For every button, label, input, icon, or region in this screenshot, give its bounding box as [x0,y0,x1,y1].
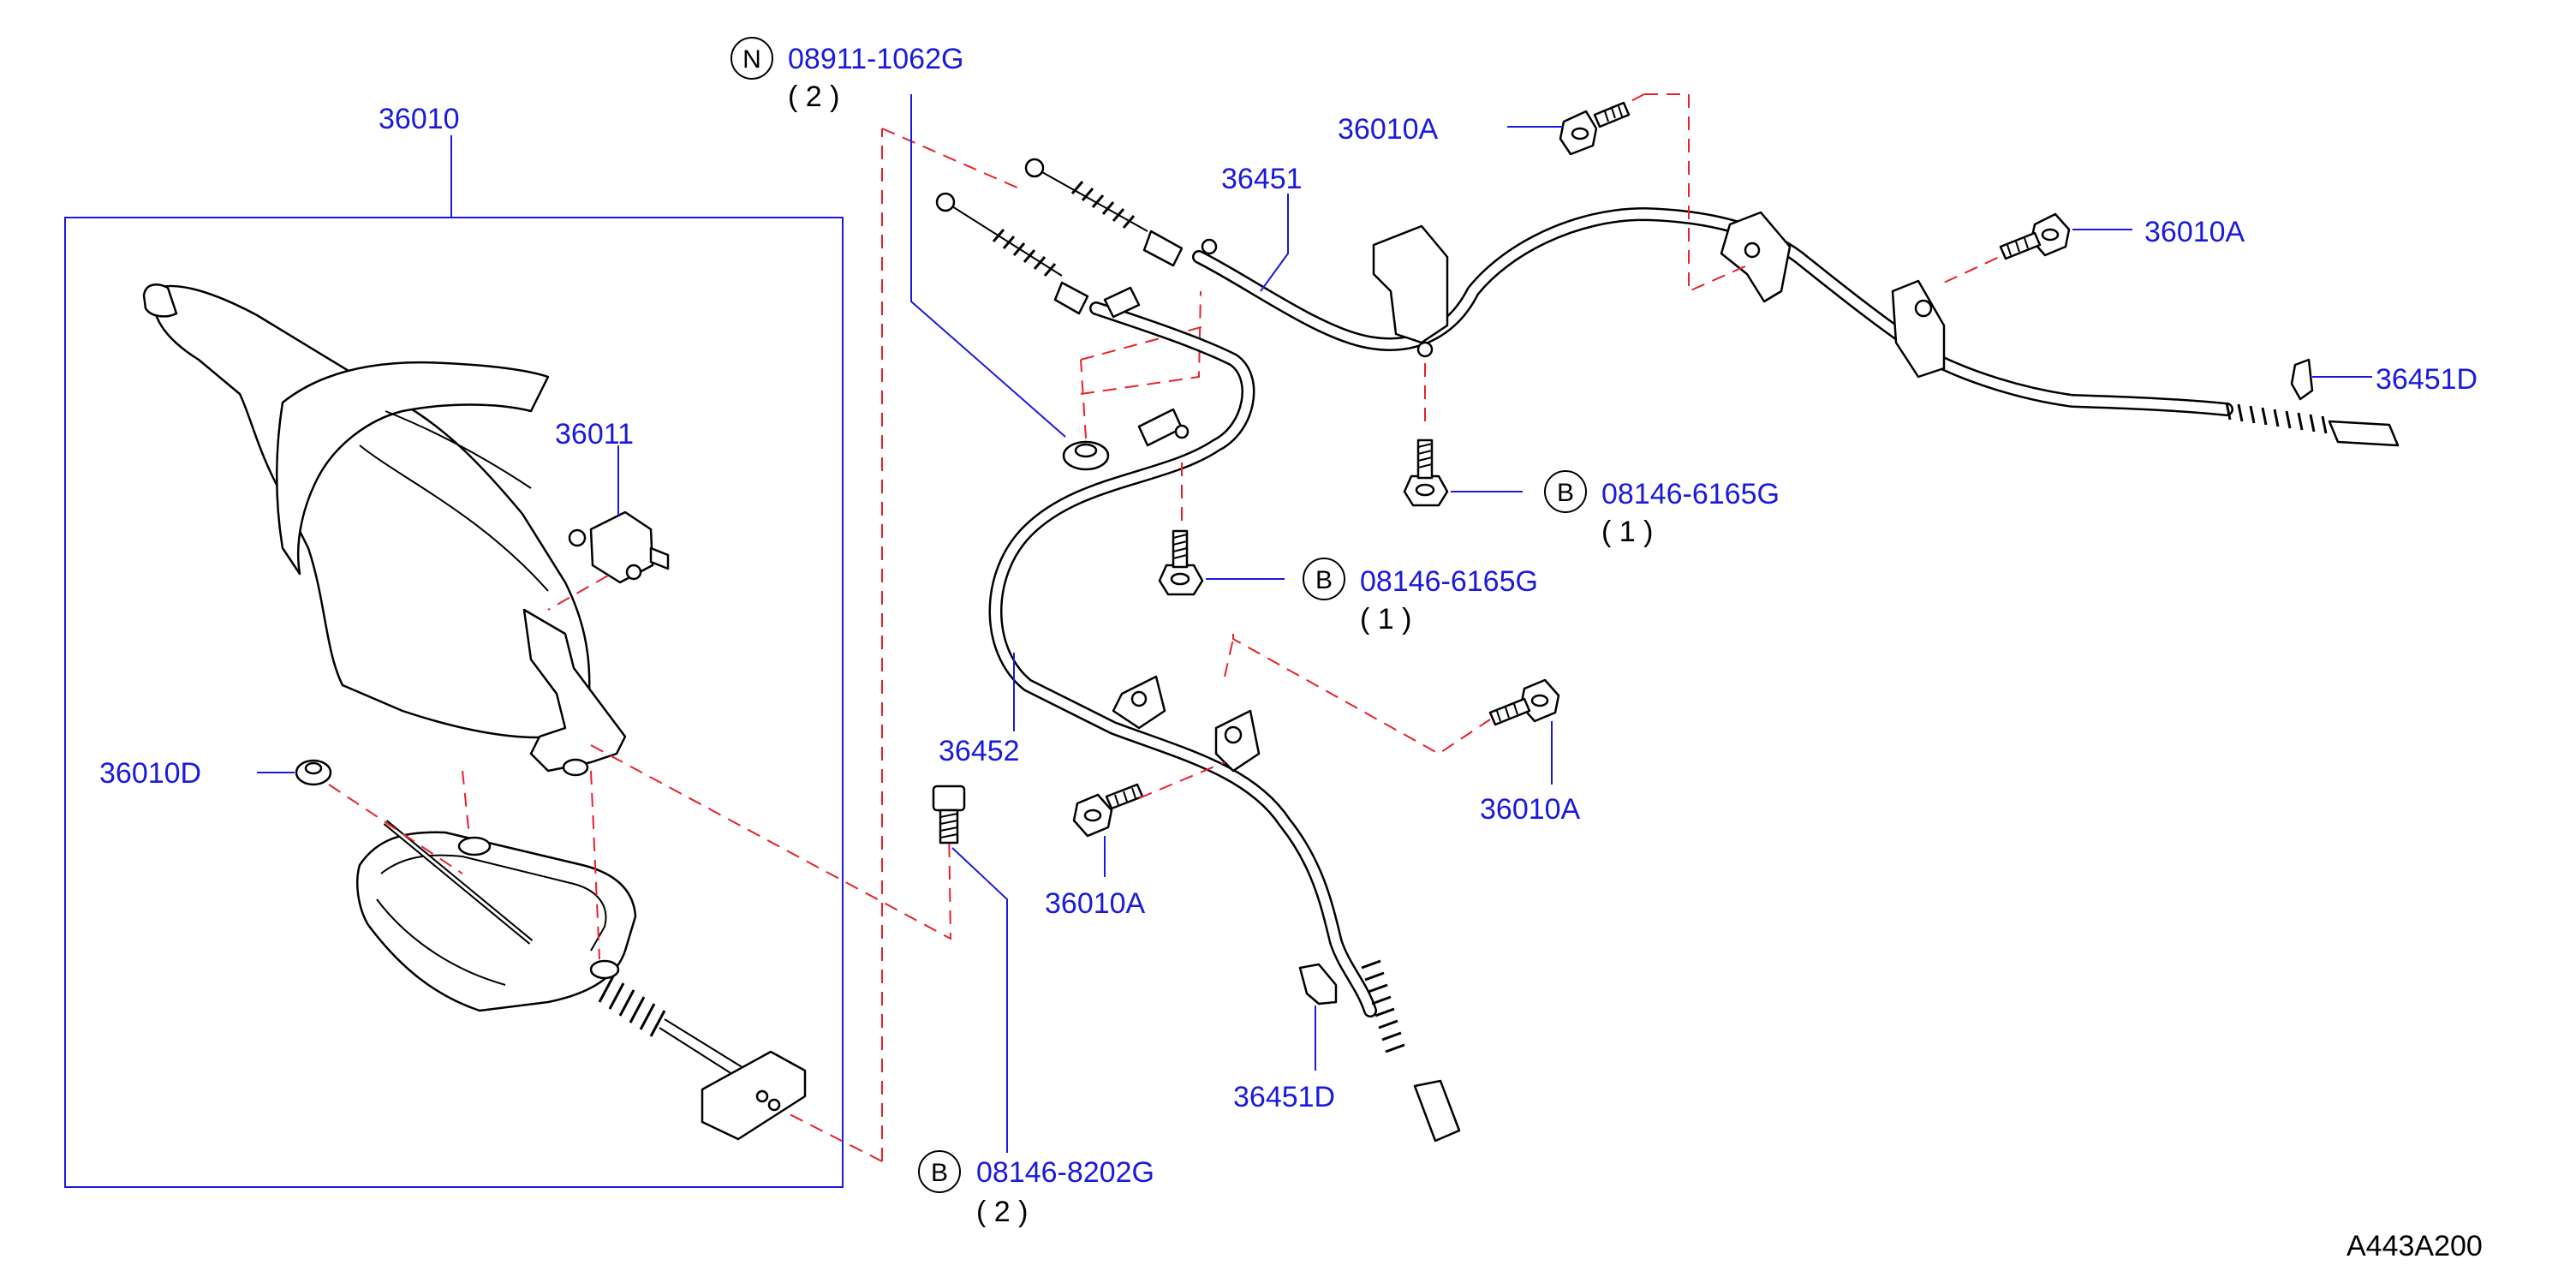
bolt-top-icon [1559,101,1631,156]
badge-b1 [1544,470,1587,513]
parking-brake-lever [142,283,807,1141]
label-lever-cover[interactable]: 36011 [555,418,634,451]
label-clip-lower[interactable]: 36451D [1233,1081,1335,1113]
bolt-lower-icon [1072,783,1144,838]
ref-code: A443A200 [2346,1230,2483,1262]
lever-cover-bracket [568,510,670,584]
part-b1[interactable]: 08146-6165G [1601,478,1780,510]
badge-b2-letter: B [1315,566,1333,594]
qty-n: ( 2 ) [788,81,839,113]
badge-b2 [1303,558,1345,600]
bolt-b2-icon [1158,529,1204,596]
qty-b3: ( 2 ) [976,1196,1028,1228]
badge-b1-letter: B [1557,479,1574,507]
badge-b3 [918,1150,961,1193]
part-b3[interactable]: 08146-8202G [976,1156,1154,1189]
front-cable [935,192,1461,1143]
rear-cable [1024,158,2400,447]
label-nut-left[interactable]: 36010D [99,757,201,790]
bolt-right-icon [1999,212,2071,260]
assembly-label[interactable]: 36010 [379,103,460,135]
bolt-b3-icon [932,785,966,844]
part-n[interactable]: 08911-1062G [788,43,963,75]
label-bolt-right[interactable]: 36010A [2144,216,2245,248]
nut-n-icon [1062,440,1110,471]
label-bolt-top[interactable]: 36010A [1338,113,1439,146]
badge-b3-letter: B [931,1159,948,1187]
badge-n [730,37,773,80]
qty-b1: ( 1 ) [1601,516,1653,548]
label-bolt-lower[interactable]: 36010A [1045,887,1146,920]
label-cable-rear[interactable]: 36451 [1221,163,1303,195]
clip-right-icon [2290,358,2314,401]
label-cable-front[interactable]: 36452 [939,735,1020,767]
badge-n-letter: N [742,45,761,74]
label-bolt-mid[interactable]: 36010A [1480,793,1581,826]
qty-b2: ( 1 ) [1360,603,1411,636]
assembly-frame [64,217,844,1188]
clip-lower-icon [1298,963,1338,1005]
bolt-b1-icon [1403,439,1449,507]
bolt-mid-icon [1488,678,1560,726]
label-clip-right[interactable]: 36451D [2376,363,2478,396]
nut-left-icon [295,759,332,786]
part-b2[interactable]: 08146-6165G [1360,565,1538,598]
